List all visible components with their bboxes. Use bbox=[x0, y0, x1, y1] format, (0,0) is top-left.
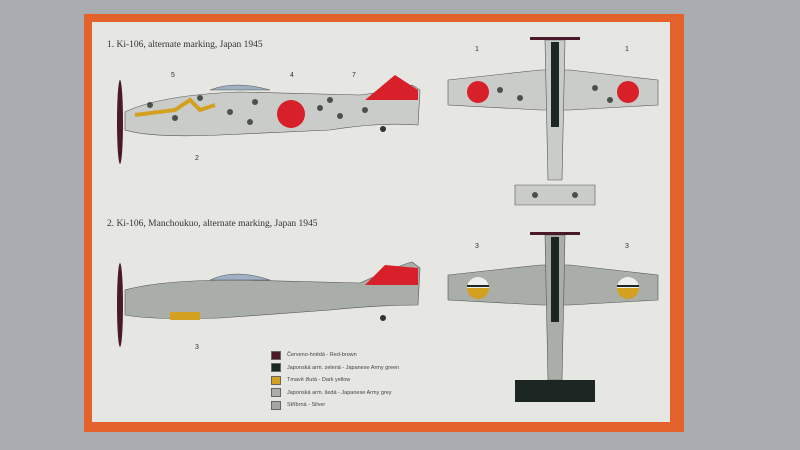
legend-label: Japonská arm. šedá - Japanese Army grey bbox=[287, 389, 392, 396]
color-legend: Červeno-hnědá - Red-brown Japonská arm. … bbox=[271, 349, 399, 412]
callout: 1 bbox=[625, 46, 629, 53]
callout: 3 bbox=[195, 344, 199, 351]
legend-label: Tmavě žlutá - Dark yellow bbox=[287, 377, 351, 384]
legend-label: Japonská arm. zelená - Japanese Army gre… bbox=[287, 364, 400, 371]
profile-2-plan-view bbox=[447, 232, 659, 402]
swatch-icon bbox=[271, 363, 281, 373]
legend-item: Stříbrná - Silver bbox=[271, 399, 399, 412]
callout: 5 bbox=[171, 72, 175, 79]
legend-item: Tmavě žlutá - Dark yellow bbox=[271, 374, 399, 387]
profile-1-side-view bbox=[117, 75, 421, 164]
callout: 2 bbox=[195, 155, 199, 162]
legend-item: Japonská arm. šedá - Japanese Army grey bbox=[271, 387, 399, 400]
swatch-icon bbox=[271, 375, 281, 385]
callout: 3 bbox=[625, 243, 629, 250]
callout: 7 bbox=[352, 72, 356, 79]
legend-label: Červeno-hnědá - Red-brown bbox=[287, 352, 357, 359]
profile-1-plan-view bbox=[447, 37, 659, 206]
swatch-icon bbox=[271, 388, 281, 398]
swatch-icon bbox=[271, 350, 281, 360]
profile-2-side-view bbox=[117, 261, 421, 347]
legend-item: Japonská arm. zelená - Japanese Army gre… bbox=[271, 362, 399, 375]
callout: 1 bbox=[475, 46, 479, 53]
legend-label: Stříbrná - Silver bbox=[287, 402, 326, 409]
profile-1-title: 1. Ki-106, alternate marking, Japan 1945 bbox=[107, 40, 263, 50]
callout: 3 bbox=[475, 243, 479, 250]
callout: 4 bbox=[290, 72, 294, 79]
profile-2-title: 2. Ki-106, Manchoukuo, alternate marking… bbox=[107, 219, 318, 229]
swatch-icon bbox=[271, 400, 281, 410]
legend-item: Červeno-hnědá - Red-brown bbox=[271, 349, 399, 362]
